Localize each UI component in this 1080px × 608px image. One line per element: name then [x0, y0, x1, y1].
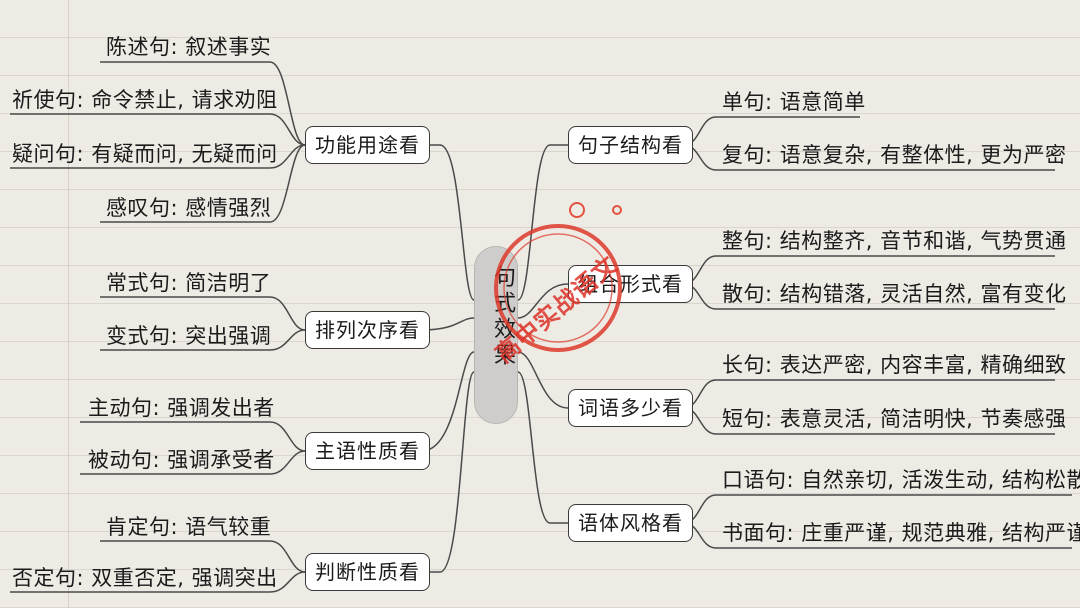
connector-root-to-structure	[517, 144, 568, 301]
leaf-imperative: 祈使句: 命令禁止, 请求劝阻	[12, 88, 278, 112]
connector-root-to-judgement	[422, 371, 475, 573]
branch-judgement-nature: 判断性质看	[305, 553, 430, 591]
connector-root-to-words	[517, 351, 569, 409]
leaf-short-sentence: 短句: 表意灵活, 简洁明快, 节奏感强	[722, 407, 1067, 431]
decorative-circle	[569, 202, 585, 218]
leaf-loose-sentence: 散句: 结构错落, 灵活自然, 富有变化	[722, 282, 1067, 306]
leaf-parallel-sentence: 整句: 结构整齐, 音节和谐, 气势贯通	[722, 229, 1067, 253]
leaf-normal-order: 常式句: 简洁明了	[106, 271, 272, 295]
connector-root-to-order	[421, 317, 475, 331]
leaf-active-voice: 主动句: 强调发出者	[88, 396, 275, 420]
branch-function-usage: 功能用途看	[305, 126, 430, 164]
leaf-exclamatory: 感叹句: 感情强烈	[106, 196, 272, 220]
leaf-inverted-order: 变式句: 突出强调	[106, 324, 272, 348]
branch-register-style: 语体风格看	[568, 504, 693, 542]
branch-subject-nature: 主语性质看	[305, 432, 430, 470]
leaf-colloquial-sentence: 口语句: 自然亲切, 活泼生动, 结构松散	[722, 468, 1080, 492]
leaf-declarative: 陈述句: 叙述事实	[106, 35, 272, 59]
branch-word-order: 排列次序看	[305, 311, 430, 349]
leaf-negative: 否定句: 双重否定, 强调突出	[12, 566, 278, 590]
leaf-long-sentence: 长句: 表达严密, 内容丰富, 精确细致	[722, 353, 1067, 377]
connector-root-to-style	[517, 371, 568, 524]
leaf-written-sentence: 书面句: 庄重严谨, 规范典雅, 结构严谨	[722, 521, 1080, 545]
branch-word-count: 词语多少看	[568, 389, 693, 427]
background-margin-line	[68, 0, 69, 608]
leaf-affirmative: 肯定句: 语气较重	[106, 515, 272, 539]
leaf-passive-voice: 被动句: 强调承受者	[88, 448, 275, 472]
leaf-simple-sentence: 单句: 语意简单	[722, 90, 866, 114]
decorative-circle-small	[612, 205, 622, 215]
leaf-complex-sentence: 复句: 语意复杂, 有整体性, 更为严密	[722, 143, 1067, 167]
branch-sentence-structure: 句子结构看	[568, 126, 693, 164]
connector-root-to-subject	[421, 351, 475, 452]
leaf-interrogative: 疑问句: 有疑而问, 无疑而问	[12, 142, 278, 166]
connector-root-to-function	[422, 144, 475, 301]
